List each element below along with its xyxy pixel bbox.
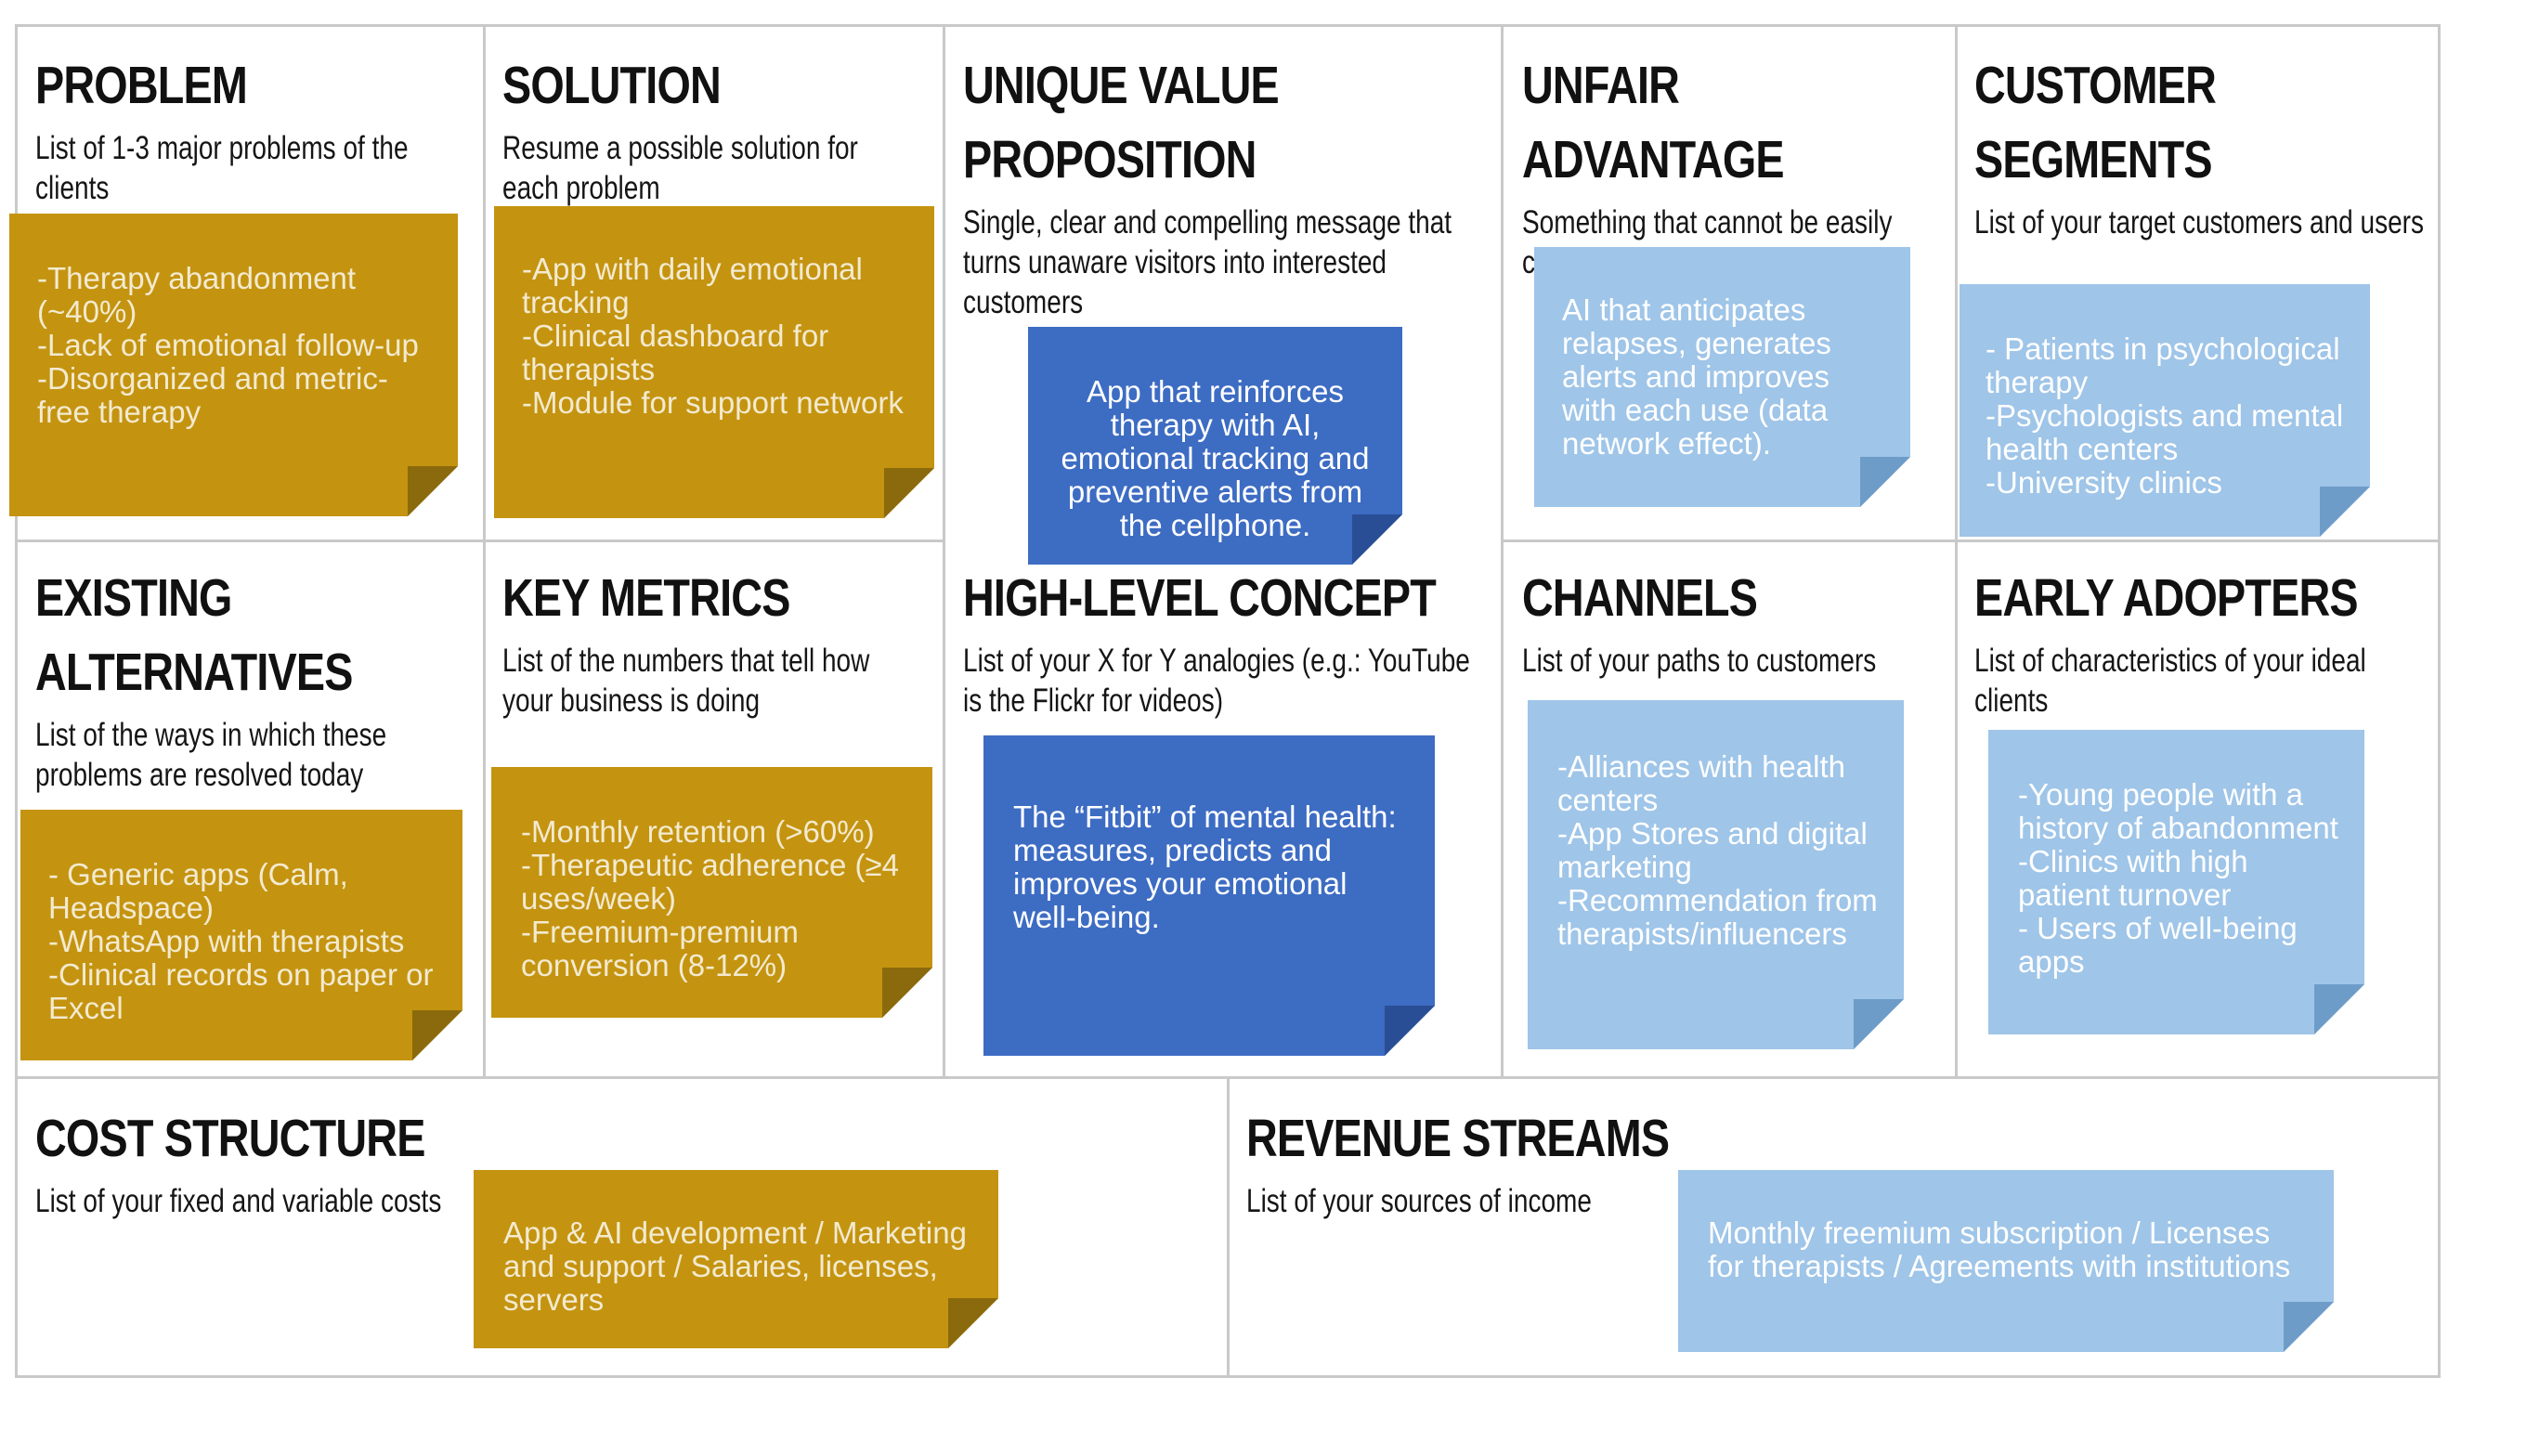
cost-structure-title: COST STRUCTURE [35, 1109, 425, 1168]
grid-divider [483, 27, 486, 1076]
key-metrics-description: List of the numbers that tell how your b… [502, 643, 870, 719]
uvp-description: Single, clear and compelling message tha… [963, 204, 1452, 320]
page-curl-icon [884, 468, 934, 518]
cost-structure-note-text: App & AI development / Marketing and sup… [503, 1216, 967, 1317]
grid-divider [1501, 27, 1504, 1076]
uvp-title: UNIQUE VALUE PROPOSITION [963, 56, 1280, 189]
unfair-advantage-title: UNFAIR ADVANTAGE [1522, 56, 1785, 189]
uvp-note-text: App that reinforces therapy with AI, emo… [1061, 374, 1370, 542]
early-adopters-section: EARLY ADOPTERS List of characteristics o… [1974, 561, 2439, 721]
cost-structure-section: COST STRUCTURE List of your fixed and va… [35, 1101, 462, 1221]
key-metrics-sticky-note: -Monthly retention (>60%) -Therapeutic a… [491, 767, 932, 1018]
existing-alternatives-description: List of the ways in which these problems… [35, 717, 387, 793]
page-curl-icon [2284, 1302, 2334, 1352]
grid-divider [1227, 1076, 1230, 1378]
unfair-advantage-sticky-note: AI that anticipates relapses, generates … [1534, 247, 1910, 507]
existing-alternatives-section: EXISTING ALTERNATIVES List of the ways i… [35, 561, 462, 795]
customer-segments-title: CUSTOMER SEGMENTS [1974, 56, 2217, 189]
page-curl-icon [1385, 1006, 1435, 1056]
customer-segments-description: List of your target customers and users [1974, 204, 2424, 240]
key-metrics-note-text: -Monthly retention (>60%) -Therapeutic a… [521, 814, 900, 982]
high-level-concept-section: HIGH-LEVEL CONCEPT List of your X for Y … [963, 561, 1483, 721]
page-curl-icon [1352, 514, 1402, 565]
channels-section: CHANNELS List of your paths to customers [1522, 561, 1940, 681]
early-adopters-description: List of characteristics of your ideal cl… [1974, 643, 2366, 719]
channels-title: CHANNELS [1522, 568, 1758, 628]
early-adopters-title: EARLY ADOPTERS [1974, 568, 2359, 628]
uvp-section: UNIQUE VALUE PROPOSITION Single, clear a… [963, 48, 1483, 322]
grid-divider [943, 27, 945, 1076]
key-metrics-section: KEY METRICS List of the numbers that tel… [502, 561, 920, 721]
grid-divider [1955, 27, 1958, 1076]
unfair-advantage-note-text: AI that anticipates relapses, generates … [1562, 292, 1831, 461]
solution-description: Resume a possible solution for each prob… [502, 130, 858, 206]
problem-sticky-note: -Therapy abandonment (~40%) -Lack of emo… [9, 214, 458, 516]
page-curl-icon [882, 968, 932, 1018]
channels-note-text: -Alliances with health centers -App Stor… [1557, 749, 1878, 951]
customer-segments-sticky-note: - Patients in psychological therapy -Psy… [1960, 284, 2370, 537]
page-curl-icon [1860, 457, 1910, 507]
grid-divider [1501, 540, 2441, 542]
page-curl-icon [412, 1010, 462, 1060]
revenue-streams-description: List of your sources of income [1246, 1183, 1592, 1219]
uvp-sticky-note: App that reinforces therapy with AI, emo… [1028, 327, 1402, 565]
customer-segments-note-text: - Patients in psychological therapy -Psy… [1986, 332, 2344, 500]
high-level-concept-description: List of your X for Y analogies (e.g.: Yo… [963, 643, 1470, 719]
problem-title: PROBLEM [35, 56, 248, 115]
grid-divider [18, 540, 943, 542]
channels-description: List of your paths to customers [1522, 643, 1877, 679]
high-level-concept-note-text: The “Fitbit” of mental health: measures,… [1013, 800, 1397, 934]
solution-title: SOLUTION [502, 56, 722, 115]
existing-alternatives-note-text: - Generic apps (Calm, Headspace) -WhatsA… [48, 857, 434, 1025]
cost-structure-sticky-note: App & AI development / Marketing and sup… [474, 1170, 998, 1348]
solution-section: SOLUTION Resume a possible solution for … [502, 48, 920, 208]
cost-structure-description: List of your fixed and variable costs [35, 1183, 442, 1219]
problem-description: List of 1-3 major problems of the client… [35, 130, 409, 206]
revenue-streams-section: REVENUE STREAMS List of your sources of … [1246, 1101, 1692, 1221]
early-adopters-sticky-note: -Young people with a history of abandonm… [1988, 730, 2364, 1034]
page-curl-icon [2314, 984, 2364, 1034]
page-curl-icon [948, 1298, 998, 1348]
existing-alternatives-sticky-note: - Generic apps (Calm, Headspace) -WhatsA… [20, 810, 462, 1060]
key-metrics-title: KEY METRICS [502, 568, 790, 628]
page-curl-icon [2320, 487, 2370, 537]
page-curl-icon [1854, 999, 1904, 1049]
solution-note-text: -App with daily emotional tracking -Clin… [522, 252, 904, 420]
problem-section: PROBLEM List of 1-3 major problems of th… [35, 48, 462, 208]
channels-sticky-note: -Alliances with health centers -App Stor… [1528, 700, 1904, 1049]
revenue-streams-title: REVENUE STREAMS [1246, 1109, 1670, 1168]
existing-alternatives-title: EXISTING ALTERNATIVES [35, 568, 353, 702]
solution-sticky-note: -App with daily emotional tracking -Clin… [494, 206, 934, 518]
customer-segments-section: CUSTOMER SEGMENTS List of your target cu… [1974, 48, 2439, 242]
page-curl-icon [408, 466, 458, 516]
revenue-streams-note-text: Monthly freemium subscription / Licenses… [1708, 1216, 2291, 1283]
high-level-concept-sticky-note: The “Fitbit” of mental health: measures,… [983, 735, 1435, 1056]
high-level-concept-title: HIGH-LEVEL CONCEPT [963, 568, 1437, 628]
early-adopters-note-text: -Young people with a history of abandonm… [2018, 777, 2338, 979]
revenue-streams-sticky-note: Monthly freemium subscription / Licenses… [1678, 1170, 2334, 1352]
grid-divider [18, 1076, 2441, 1079]
problem-note-text: -Therapy abandonment (~40%) -Lack of emo… [37, 261, 419, 429]
